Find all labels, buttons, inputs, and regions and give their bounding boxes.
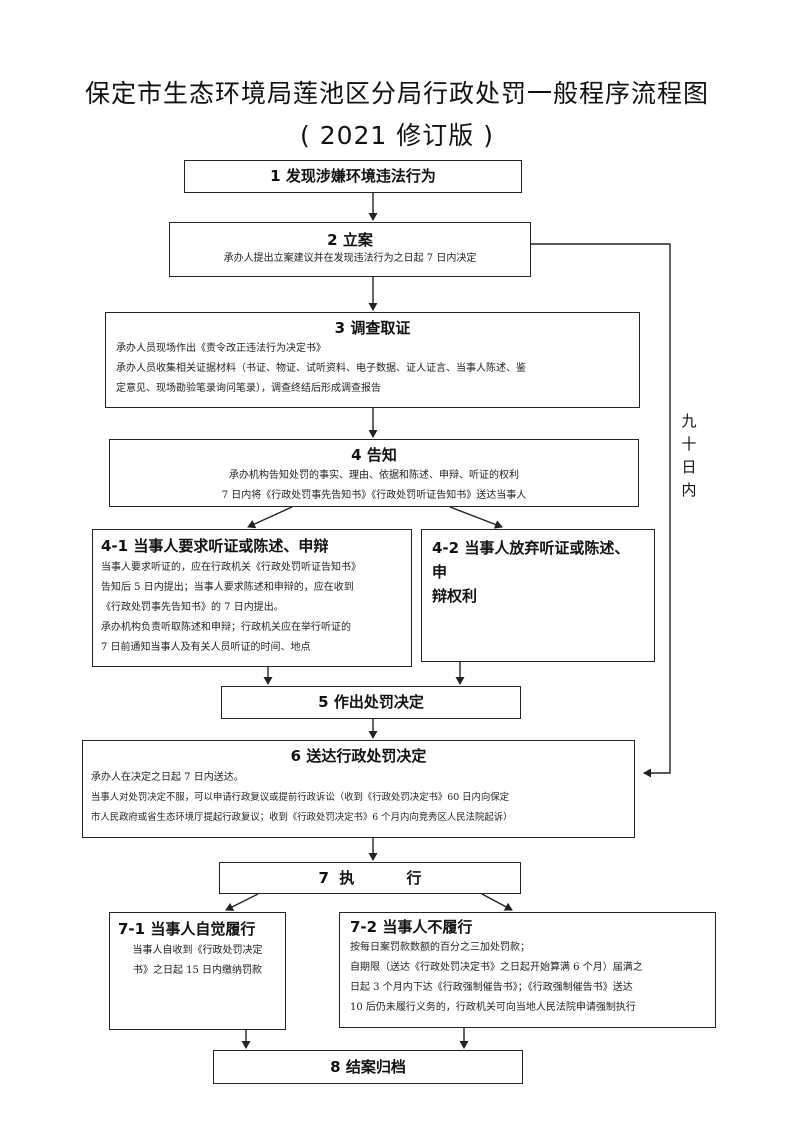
step-7-box: 7 执 行 bbox=[219, 862, 521, 894]
ninety-day-path bbox=[530, 243, 671, 778]
step-3-title: 3 调查取证 bbox=[334, 319, 411, 337]
step-4-1-line-4: 承办机构负责听取陈述和申辩；行政机关应在举行听证的 bbox=[101, 622, 351, 633]
arrow-4-42 bbox=[449, 506, 503, 529]
step-4-1-line-2: 告知后 5 日内提出；当事人要求陈述和申辩的，应在收到 bbox=[101, 582, 354, 593]
step-7-1-box: 7-1 当事人自觉履行 当事人自收到《行政处罚决定 书》之日起 15 日内缴纳罚… bbox=[109, 912, 286, 1030]
step-4-line-2: 7 日内将《行政处罚事先告知书》《行政处罚听证告知书》送达当事人 bbox=[221, 490, 527, 501]
step-7-1-title: 7-1 当事人自觉履行 bbox=[118, 920, 256, 938]
arrow-7-72 bbox=[481, 893, 513, 911]
step-2-title: 2 立案 bbox=[327, 231, 373, 249]
step-7-title: 7 执 行 bbox=[318, 869, 422, 887]
step-4-2-title-line-2: 辩权利 bbox=[432, 587, 478, 605]
step-7-1-line-2: 书》之日起 15 日内缴纳罚款 bbox=[132, 965, 263, 976]
arrow-7-71 bbox=[225, 893, 259, 911]
step-7-2-line-4: 10 后仍未履行义务的，行政机关可向当地人民法院申请强制执行 bbox=[350, 1002, 636, 1013]
step-6-line-1: 承办人在决定之日起 7 日内送达。 bbox=[91, 772, 244, 783]
step-5-title: 5 作出处罚决定 bbox=[318, 693, 424, 711]
page-title: 保定市生态环境局莲池区分局行政处罚一般程序流程图 bbox=[84, 79, 709, 108]
step-2-box: 2 立案 承办人提出立案建议并在发现违法行为之日起 7 日内决定 bbox=[169, 222, 531, 277]
ninety-day-label: 九 十 日 内 bbox=[681, 412, 697, 499]
step-4-1-line-3: 《行政处罚事先告知书》的 7 日内提出。 bbox=[101, 602, 284, 613]
step-3-line-3: 定意见、现场勘验笔录询问笔录），调查终结后形成调查报告 bbox=[116, 383, 381, 394]
step-1-box: 1 发现涉嫌环境违法行为 bbox=[184, 160, 522, 193]
step-8-title: 8 结案归档 bbox=[330, 1058, 406, 1076]
step-4-1-line-1: 当事人要求听证的，应在行政机关《行政处罚听证告知书》 bbox=[101, 562, 361, 573]
step-4-1-title: 4-1 当事人要求听证或陈述、申辩 bbox=[101, 537, 329, 555]
arrow-4-41 bbox=[247, 506, 293, 529]
step-6-title: 6 送达行政处罚决定 bbox=[290, 747, 427, 765]
step-4-2-box: 4-2 当事人放弃听证或陈述、申 辩权利 bbox=[421, 529, 655, 662]
step-4-1-line-5: 7 日前通知当事人及有关人员听证的时间、地点 bbox=[101, 642, 311, 653]
step-7-2-line-3: 日起 3 个月内下达《行政强制催告书》；《行政强制催告书》送达 bbox=[350, 982, 633, 993]
page-subtitle: ( 2021 修订版 ) bbox=[300, 121, 494, 150]
step-7-1-line-1: 当事人自收到《行政处罚决定 bbox=[132, 945, 263, 956]
step-3-line-1: 承办人员现场作出《责令改正违法行为决定书》 bbox=[116, 343, 326, 354]
step-2-text: 承办人提出立案建议并在发现违法行为之日起 7 日内决定 bbox=[223, 253, 477, 264]
step-7-2-line-1: 按每日案罚款数额的百分之三加处罚款； bbox=[350, 942, 530, 953]
step-4-1-box: 4-1 当事人要求听证或陈述、申辩 当事人要求听证的，应在行政机关《行政处罚听证… bbox=[92, 529, 412, 667]
step-5-box: 5 作出处罚决定 bbox=[221, 686, 521, 719]
step-6-line-2: 当事人对处罚决定不服，可以申请行政复议或提前行政诉讼（收到《行政处罚决定书》60… bbox=[91, 792, 510, 803]
step-4-line-1: 承办机构告知处罚的事实、理由、依据和陈述、申辩、听证的权利 bbox=[229, 470, 519, 481]
step-7-2-title: 7-2 当事人不履行 bbox=[350, 918, 473, 936]
step-4-box: 4 告知 承办机构告知处罚的事实、理由、依据和陈述、申辩、听证的权利 7 日内将… bbox=[109, 439, 639, 507]
step-7-2-box: 7-2 当事人不履行 按每日案罚款数额的百分之三加处罚款； 自期限（送达《行政处… bbox=[339, 912, 716, 1028]
step-6-line-3: 市人民政府或省生态环境厅提起行政复议；收到《行政处罚决定书》6 个月内向竞秀区人… bbox=[91, 812, 513, 823]
step-4-2-title-line-1: 4-2 当事人放弃听证或陈述、申 bbox=[432, 539, 630, 581]
step-8-box: 8 结案归档 bbox=[213, 1050, 523, 1084]
step-7-2-line-2: 自期限（送达《行政处罚决定书》之日起开始算满 6 个月）届满之 bbox=[350, 962, 643, 973]
step-1-title: 1 发现涉嫌环境违法行为 bbox=[270, 167, 436, 185]
step-6-box: 6 送达行政处罚决定 承办人在决定之日起 7 日内送达。 当事人对处罚决定不服，… bbox=[82, 740, 635, 838]
step-4-title: 4 告知 bbox=[351, 446, 397, 464]
step-3-box: 3 调查取证 承办人员现场作出《责令改正违法行为决定书》 承办人员收集相关证据材… bbox=[105, 312, 640, 408]
step-3-line-2: 承办人员收集相关证据材料（书证、物证、试听资料、电子数据、证人证言、当事人陈述、… bbox=[116, 363, 526, 374]
